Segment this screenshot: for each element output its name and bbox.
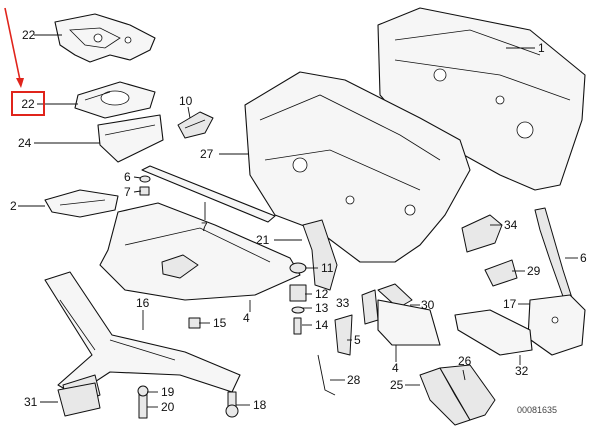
part-21-bracket — [302, 219, 338, 291]
part-27-bulkhead — [244, 71, 471, 263]
part-8-9-fasteners — [139, 175, 151, 196]
part-28-rod — [317, 354, 336, 396]
part-4-panel — [377, 299, 441, 346]
part-label-14: 14 — [315, 318, 329, 332]
part-25-26 — [419, 364, 496, 426]
part-label-22-highlight: 22 — [11, 91, 45, 116]
part-label-22: 22 — [21, 96, 35, 111]
part-10-bracket — [177, 111, 214, 139]
part-29 — [484, 259, 518, 287]
part-label-9: 7 — [124, 185, 131, 199]
part-label-29: 29 — [527, 264, 541, 278]
part-label-5: 5 — [354, 333, 361, 347]
part-label-28: 28 — [347, 373, 361, 387]
part-label-7: 7 — [201, 220, 208, 234]
part-label-34: 34 — [504, 218, 518, 232]
part-34-block — [461, 214, 503, 253]
floor-pan — [99, 202, 301, 301]
part-6-bracket — [534, 207, 573, 303]
part-30-33 — [361, 283, 413, 325]
part-label-11: 11 — [321, 261, 334, 275]
part-label-23: 22 — [22, 28, 36, 42]
part-label-8: 6 — [124, 170, 131, 184]
part-31-block — [57, 382, 101, 417]
part-label-17: 17 — [503, 297, 517, 311]
part-label-13: 13 — [315, 301, 329, 315]
part-label-16: 16 — [136, 296, 150, 310]
part-label-12: 12 — [315, 287, 329, 301]
red-pointer-arrow — [4, 7, 21, 81]
part-label-33: 33 — [336, 296, 350, 310]
part-label-10: 10 — [179, 94, 193, 108]
part-label-1: 1 — [538, 41, 545, 55]
part-label-6: 6 — [580, 251, 587, 265]
part-7-strut — [141, 165, 276, 223]
part-label-21: 21 — [256, 233, 270, 247]
part-label-25: 25 — [390, 378, 404, 392]
part-24-trough — [97, 114, 164, 163]
part-label-4: 4 — [392, 361, 399, 375]
drawing-number: 00081635 — [517, 405, 558, 415]
part-17-plate — [527, 294, 586, 356]
part-label-24: 24 — [18, 136, 32, 150]
mounts — [289, 262, 307, 335]
part-32-bracket — [454, 309, 533, 356]
part-label-30: 30 — [421, 298, 435, 312]
part-label-27: 27 — [200, 147, 214, 161]
part-2-plate — [44, 189, 119, 218]
part-label-18: 18 — [253, 398, 267, 412]
bolts — [137, 317, 239, 419]
part-label-15: 15 — [213, 316, 227, 330]
part-label-20: 20 — [161, 400, 175, 414]
leader-lines — [18, 34, 578, 408]
part-label-2: 2 — [10, 199, 17, 213]
part-label-19: 19 — [161, 385, 175, 399]
part-label-32: 32 — [515, 364, 529, 378]
part-1-firewall — [377, 7, 586, 191]
part-label-31: 31 — [24, 395, 38, 409]
part-label-26: 26 — [458, 354, 472, 368]
part-23-bracket — [54, 13, 156, 63]
part-label-3: 4 — [243, 311, 250, 325]
red-arrow-head — [16, 78, 24, 88]
part-22-tray — [74, 81, 156, 119]
part-5-bracket — [334, 314, 353, 356]
